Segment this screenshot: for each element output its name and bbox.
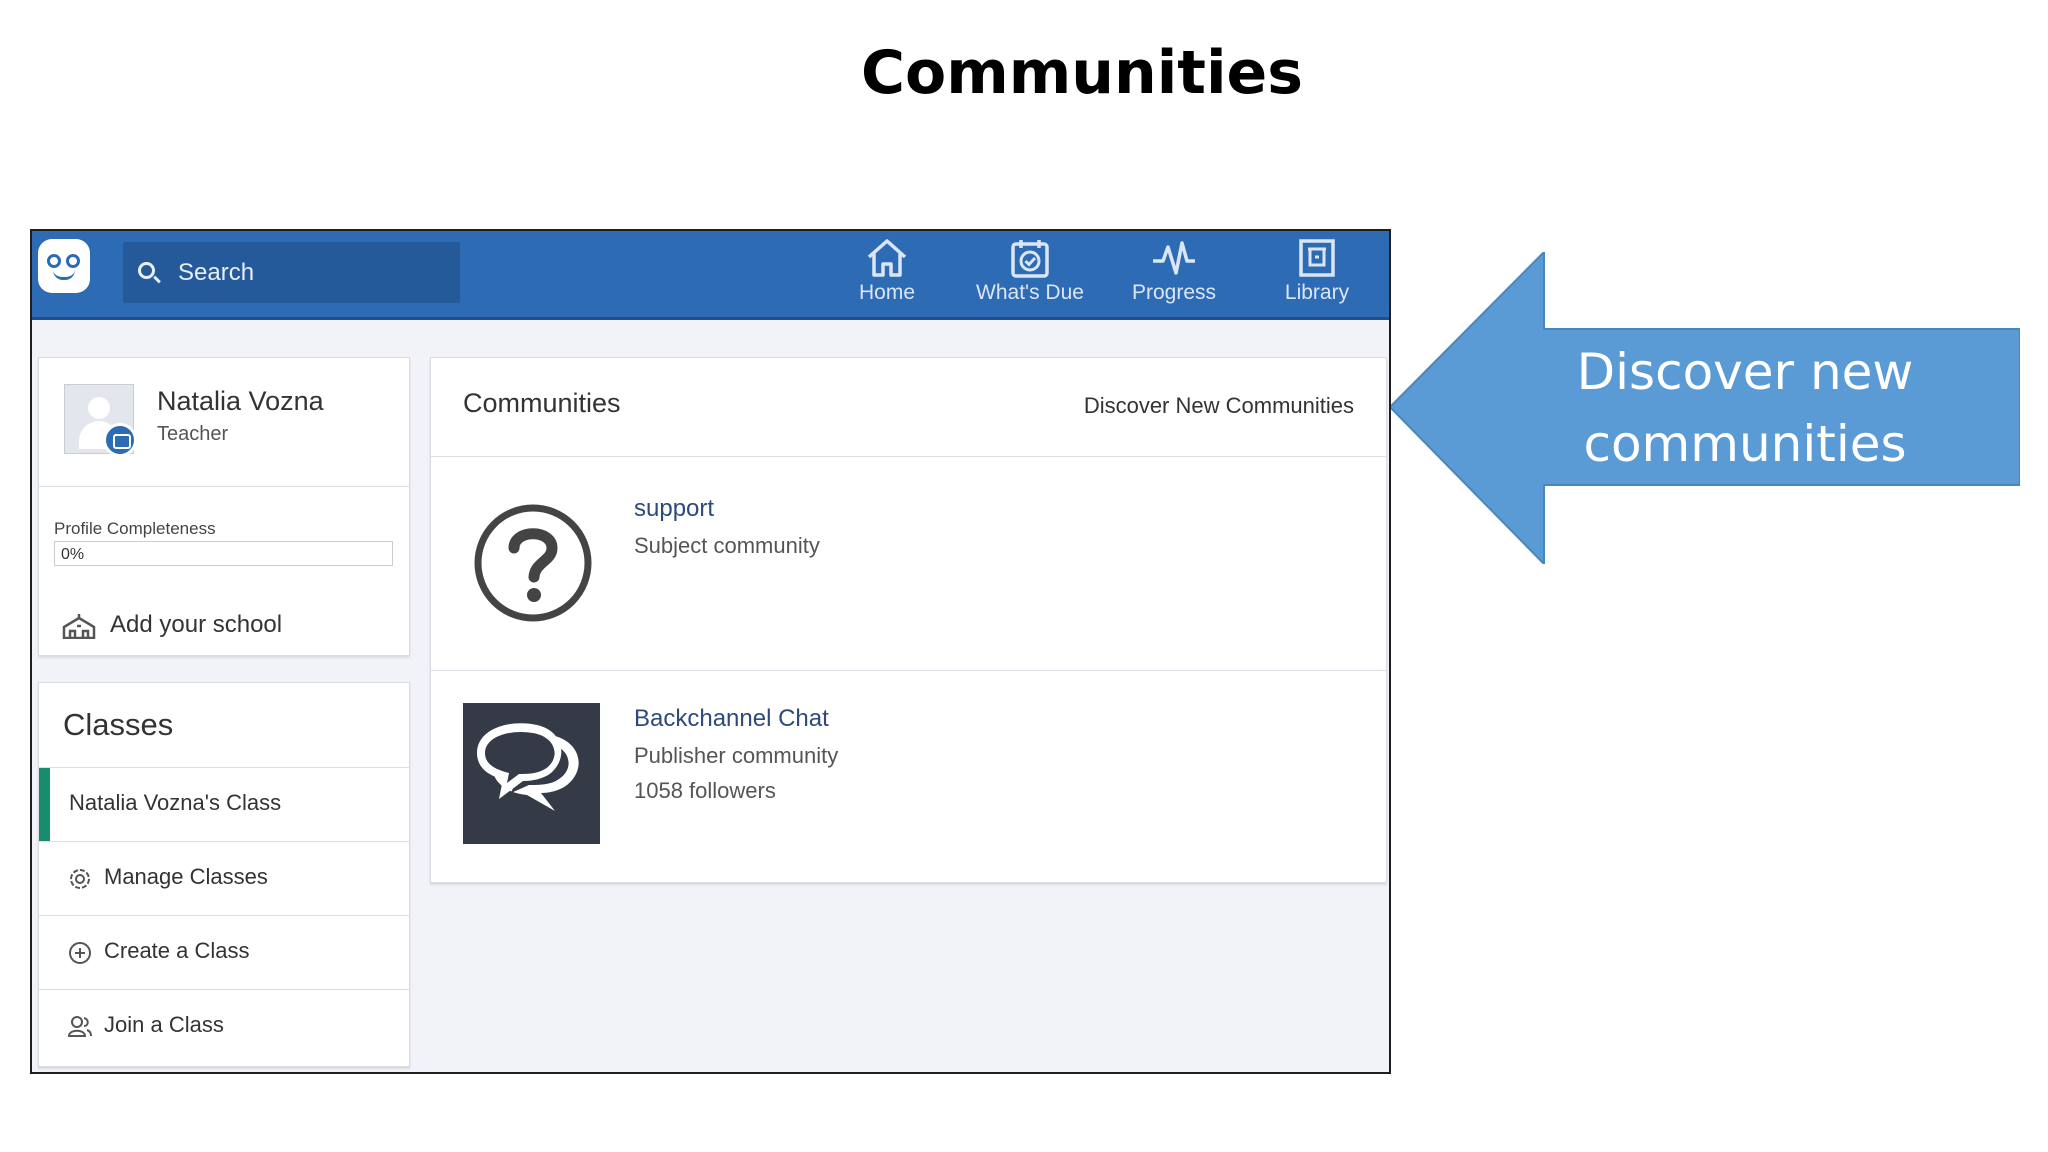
class-item-label: Natalia Vozna's Class (69, 790, 282, 815)
nav-library[interactable]: Library (1259, 237, 1375, 315)
nav-whats-due[interactable]: What's Due (972, 237, 1088, 315)
users-icon (67, 1016, 92, 1037)
nav-home[interactable]: Home (829, 237, 945, 315)
manage-classes-label: Manage Classes (104, 864, 268, 889)
add-school-link[interactable]: Add your school (62, 611, 282, 639)
discover-communities-link[interactable]: Discover New Communities (1083, 393, 1354, 418)
nav-progress[interactable]: Progress (1116, 237, 1232, 315)
app-window: Search Home What's Due (30, 229, 1391, 1074)
communities-card: Communities Discover New Communities sup… (430, 357, 1387, 883)
active-indicator (39, 768, 50, 841)
profile-completeness-value: 0% (61, 546, 85, 563)
create-class-link[interactable]: Create a Class (39, 915, 409, 989)
profile-completeness-bar: 0% (54, 541, 393, 566)
community-followers: 1058 followers (634, 778, 776, 803)
create-class-label: Create a Class (104, 938, 250, 963)
divider (39, 486, 409, 487)
avatar-head (88, 397, 110, 419)
logo-eye (47, 254, 61, 268)
school-icon (62, 613, 96, 639)
profile-completeness-label: Profile Completeness (54, 519, 216, 538)
avatar[interactable] (64, 384, 137, 457)
slide-title: Communities (861, 38, 1303, 108)
callout-arrow (1390, 252, 2020, 564)
profile-role: Teacher (157, 423, 229, 445)
logo-eye (66, 254, 80, 268)
profile-card: Natalia Vozna Teacher Profile Completene… (38, 357, 410, 656)
search-placeholder: Search (178, 259, 255, 286)
logo-smile (53, 270, 75, 280)
community-item[interactable]: support Subject community (431, 456, 1386, 670)
nav-progress-label: Progress (1131, 281, 1217, 304)
profile-name[interactable]: Natalia Vozna (157, 386, 324, 416)
plus-circle-icon (69, 942, 91, 964)
library-icon (1299, 239, 1335, 277)
communities-title: Communities (463, 388, 621, 418)
callout-text: Discover new communities (1576, 343, 1914, 473)
nav-library-label: Library (1284, 281, 1350, 304)
chat-bubbles-icon (463, 703, 600, 844)
search-icon (138, 262, 155, 279)
search-input[interactable]: Search (123, 242, 460, 303)
gear-icon (70, 869, 90, 889)
manage-classes-link[interactable]: Manage Classes (39, 841, 409, 915)
community-type: Publisher community (634, 743, 839, 768)
logo-icon[interactable] (38, 239, 90, 293)
classes-title: Classes (63, 707, 174, 742)
join-class-link[interactable]: Join a Class (39, 989, 409, 1063)
add-school-label: Add your school (110, 611, 283, 638)
class-item-active[interactable]: Natalia Vozna's Class (39, 767, 409, 841)
community-type: Subject community (634, 533, 820, 558)
question-icon (474, 504, 592, 622)
classes-card: Classes Natalia Vozna's Class Manage Cla… (38, 682, 410, 1067)
nav-whats-due-label: What's Due (976, 281, 1084, 304)
home-icon (867, 239, 907, 277)
nav-home-label: Home (858, 281, 916, 304)
community-item[interactable]: Backchannel Chat Publisher community 105… (431, 670, 1386, 884)
calendar-check-icon (1011, 240, 1049, 278)
pulse-icon (1153, 241, 1195, 275)
community-name[interactable]: Backchannel Chat (634, 705, 829, 732)
camera-icon[interactable] (103, 423, 137, 457)
community-name[interactable]: support (634, 495, 715, 522)
top-navbar: Search Home What's Due (32, 231, 1389, 320)
join-class-label: Join a Class (104, 1012, 224, 1037)
